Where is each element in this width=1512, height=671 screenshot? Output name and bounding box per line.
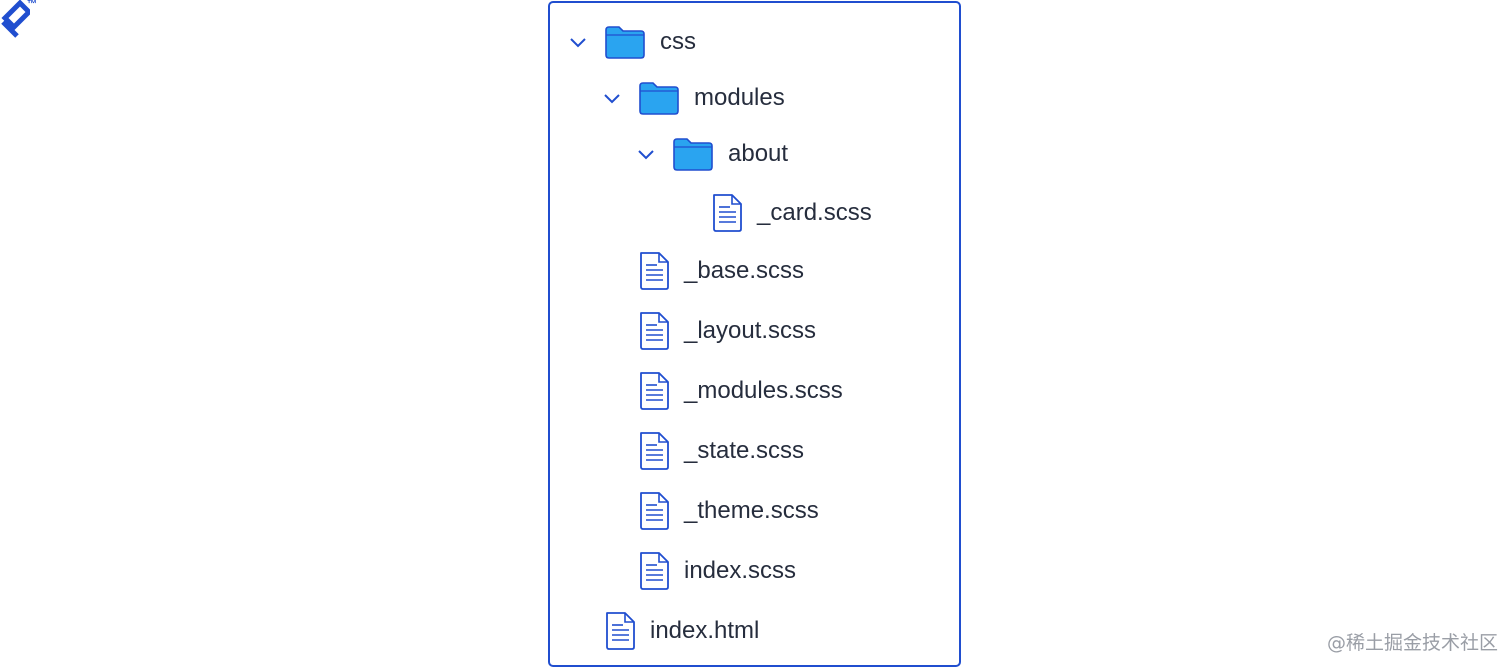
file-icon bbox=[640, 312, 669, 350]
tree-item-about[interactable]: about bbox=[637, 134, 788, 174]
tree-item-card-scss[interactable]: _card.scss bbox=[710, 193, 872, 233]
tree-item-index-html[interactable]: index.html bbox=[603, 611, 759, 651]
file-icon bbox=[640, 432, 669, 470]
tree-item-label: _base.scss bbox=[684, 257, 805, 284]
file-icon bbox=[640, 492, 669, 530]
brand-logo: ™ bbox=[0, 0, 44, 44]
trademark-symbol: ™ bbox=[27, 0, 38, 10]
tree-item-theme-scss[interactable]: _theme.scss bbox=[637, 491, 819, 531]
watermark-text: @稀土掘金技术社区 bbox=[1326, 632, 1498, 654]
tree-item-state-scss[interactable]: _state.scss bbox=[637, 431, 804, 471]
tree-item-label: modules bbox=[694, 84, 785, 111]
tree-item-label: _layout.scss bbox=[684, 317, 817, 344]
tree-item-layout-scss[interactable]: _layout.scss bbox=[637, 311, 816, 351]
file-icon bbox=[640, 552, 669, 590]
tree-item-modules[interactable]: modules bbox=[603, 78, 785, 118]
file-icon bbox=[640, 372, 669, 410]
file-icon bbox=[606, 612, 635, 650]
tree-item-modules-scss[interactable]: _modules.scss bbox=[637, 371, 843, 411]
tree-item-label: _theme.scss bbox=[684, 497, 819, 524]
tree-item-label: about bbox=[728, 140, 789, 167]
folder-icon bbox=[639, 82, 679, 115]
file-icon bbox=[713, 194, 742, 232]
file-icon bbox=[640, 252, 669, 290]
tree-item-label: _card.scss bbox=[757, 199, 872, 226]
tree-item-base-scss[interactable]: _base.scss bbox=[637, 251, 804, 291]
file-tree-panel: css modules about _card. bbox=[548, 1, 961, 667]
tree-item-label: _modules.scss bbox=[684, 377, 843, 404]
tree-item-css[interactable]: css bbox=[569, 22, 696, 62]
tree-item-label: css bbox=[660, 28, 696, 55]
brand-logo-icon bbox=[1, 0, 33, 38]
folder-icon bbox=[605, 26, 645, 59]
chevron-down-icon[interactable] bbox=[569, 36, 587, 48]
chevron-down-icon[interactable] bbox=[603, 92, 621, 104]
tree-item-label: index.html bbox=[650, 617, 760, 644]
tree-item-index-scss[interactable]: index.scss bbox=[637, 551, 796, 591]
folder-icon bbox=[673, 138, 713, 171]
chevron-down-icon[interactable] bbox=[637, 148, 655, 160]
tree-item-label: _state.scss bbox=[684, 437, 805, 464]
tree-item-label: index.scss bbox=[684, 557, 797, 584]
